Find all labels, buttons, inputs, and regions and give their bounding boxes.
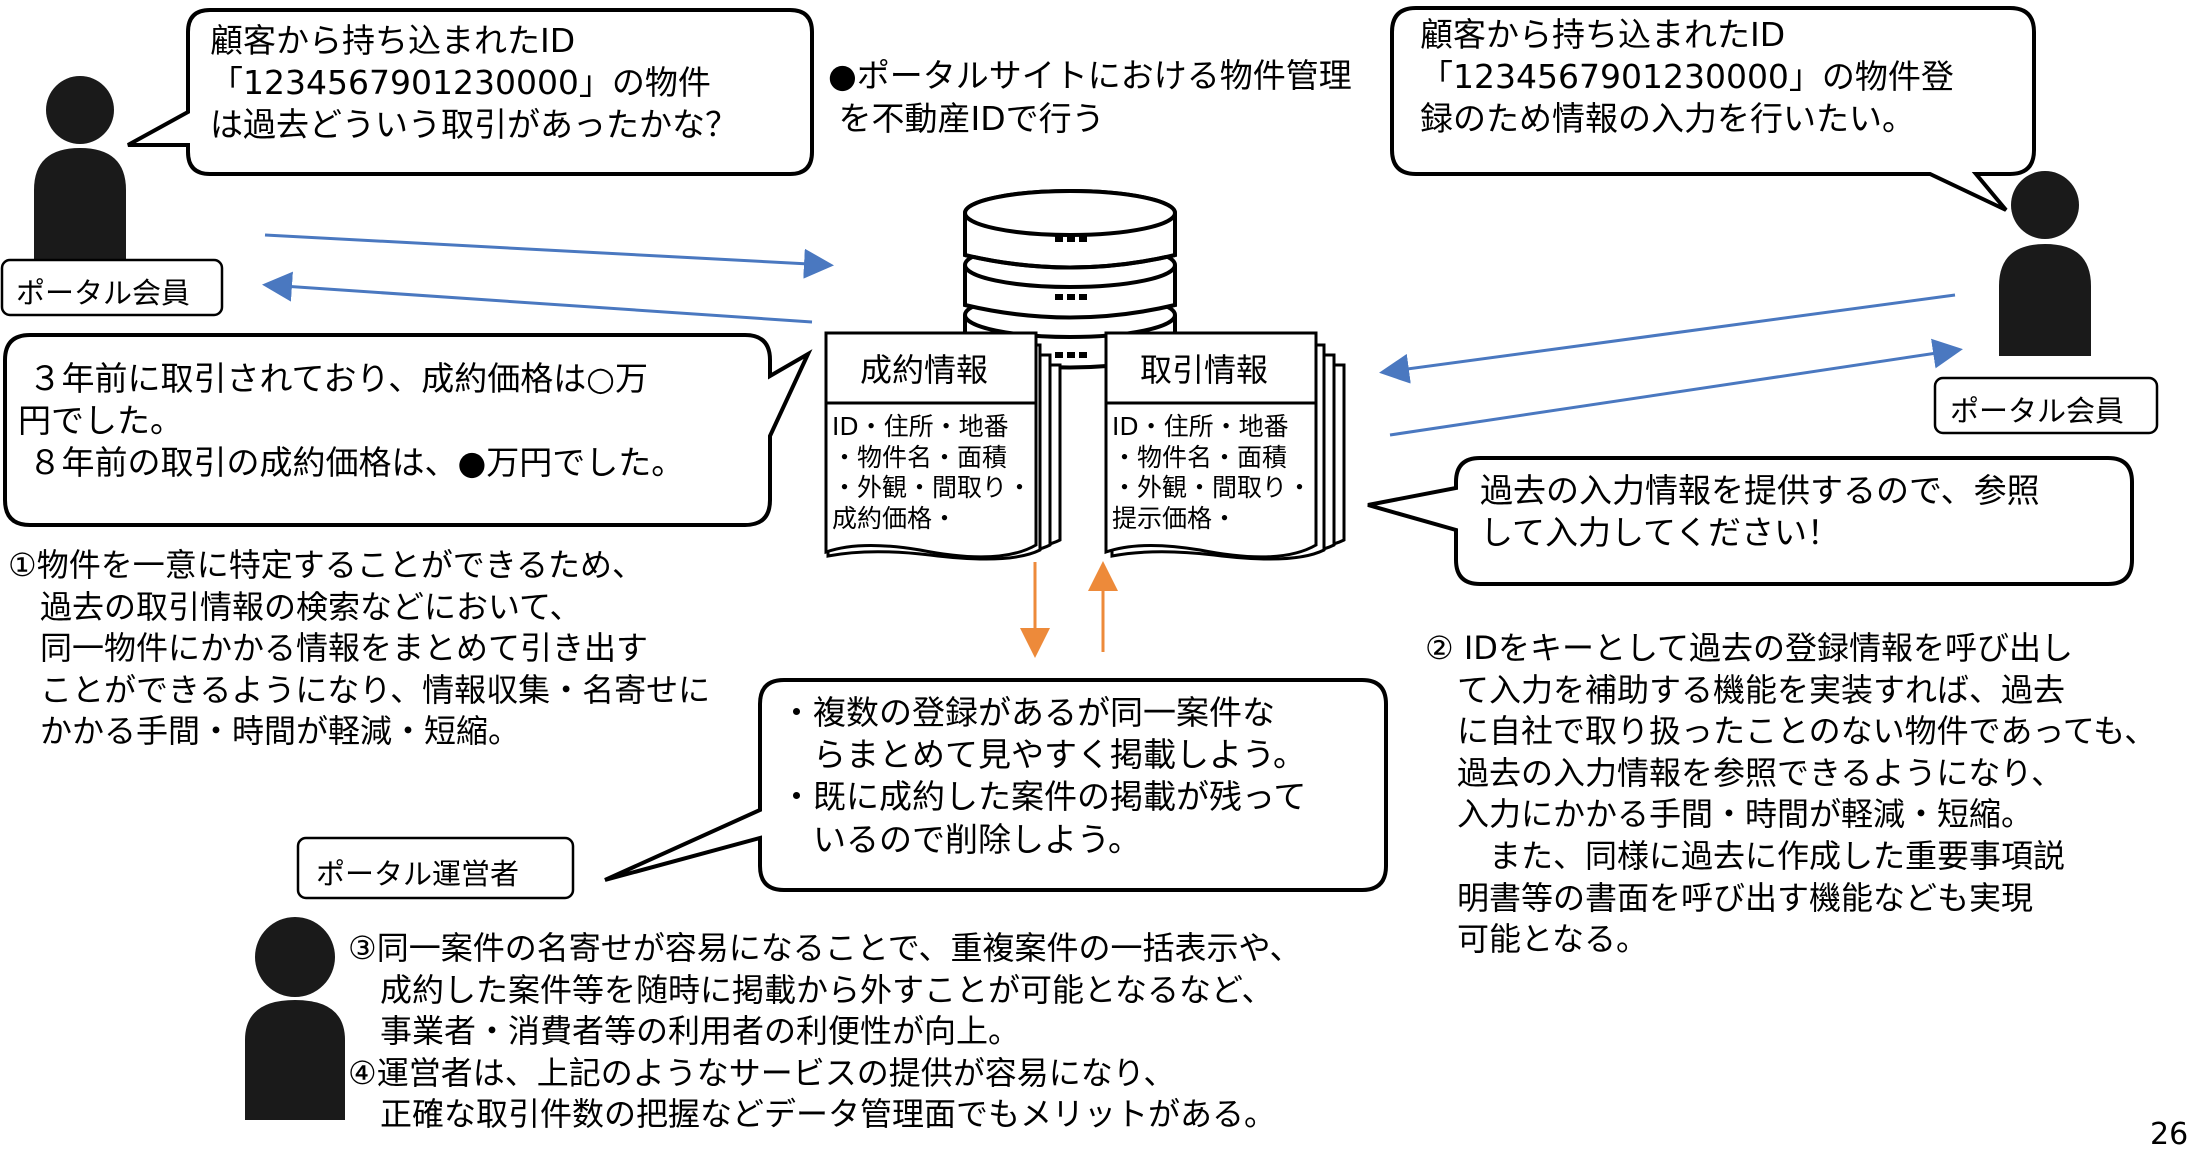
balloon-operator-shape — [604, 678, 1388, 892]
doc-contract-title: 成約情報 — [860, 351, 989, 389]
note-1: ①物件を一意に特定することができるため、 過去の取引情報の検索などにおいて、 同… — [8, 546, 711, 751]
label-operator: ポータル運営者 — [316, 857, 520, 891]
arrow-db-to-member-right — [1389, 338, 1963, 437]
arrow-member-left-to-db — [264, 233, 834, 279]
balloon-left-question-shape — [127, 8, 814, 176]
balloon-right-request: 顧客から持ち込まれたID 「1234567901230000」の物件登 録のため… — [1420, 15, 1954, 139]
person-icon-member-right — [1999, 171, 2091, 356]
balloon-right-request-shape — [1390, 6, 2036, 212]
label-box-operator — [296, 836, 575, 900]
balloon-right-answer: 過去の入力情報を提供するので、参照 して入力してください！ — [1480, 471, 2040, 553]
doc-transaction-body: ID・住所・地番 ・物件名・面積 ・外観・間取り・ 提示価格・ — [1112, 412, 1313, 533]
note-3-4: ③同一案件の名寄せが容易になることで、重複案件の一括表示や、 成約した案件等を随… — [348, 929, 1302, 1134]
label-member-right: ポータル会員 — [1950, 394, 2125, 428]
arrow-member-right-to-db — [1379, 293, 1956, 384]
person-icon-member-left — [34, 76, 126, 260]
balloon-left-answer: ３年前に取引されており、成約価格は○万 円でした。 ８年前の取引の成約価格は、●… — [18, 359, 685, 483]
top-heading: ●ポータルサイトにおける物件管理 を不動産IDで行う — [828, 56, 1352, 138]
person-icon-operator — [245, 917, 345, 1120]
arrow-db-to-member-left — [262, 271, 813, 324]
label-box-member-right — [1933, 376, 2159, 435]
note-2: ② IDをキーとして過去の登録情報を呼び出し て入力を補助する機能を実装すれば、… — [1425, 629, 2157, 959]
doc-contract-body: ID・住所・地番 ・物件名・面積 ・外観・間取り・ 成約価格・ — [832, 412, 1033, 533]
document-icon-contract — [824, 331, 1062, 561]
document-icon-transaction — [1104, 331, 1346, 561]
balloon-operator: ・複数の登録があるが同一案件な らまとめて見やすく掲載しよう。 ・既に成約した案… — [780, 693, 1307, 859]
doc-transaction-title: 取引情報 — [1140, 351, 1269, 389]
balloon-left-question: 顧客から持ち込まれたID 「1234567901230000」の物件 は過去どう… — [210, 21, 738, 145]
balloon-right-answer-shape — [1367, 456, 2134, 586]
balloon-left-answer-shape — [3, 333, 813, 527]
label-box-member-left — [0, 258, 224, 317]
label-member-left: ポータル会員 — [16, 276, 191, 310]
page-number: 26 — [2150, 1117, 2189, 1152]
